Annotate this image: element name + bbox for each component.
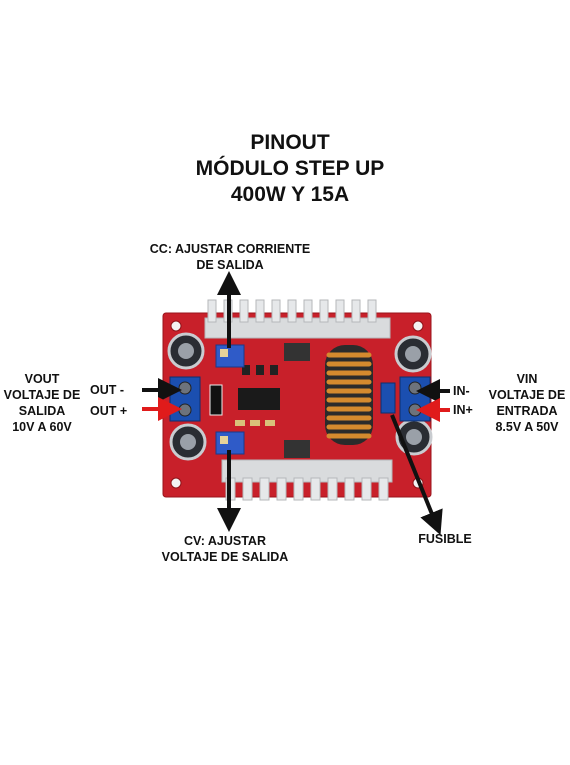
cv-label-line-1: CV: AJUSTAR bbox=[184, 534, 266, 548]
cv-label-line-2: VOLTAJE DE SALIDA bbox=[161, 550, 289, 564]
vout-label-line-4: 10V A 60V bbox=[12, 420, 72, 434]
out-minus-label: OUT - bbox=[90, 383, 125, 397]
vin-label: VIN VOLTAJE DE ENTRADA 8.5V A 50V bbox=[485, 371, 569, 435]
cc-potentiometer bbox=[215, 344, 245, 368]
top-heatsink bbox=[204, 299, 391, 339]
vin-label-line-3: ENTRADA bbox=[496, 404, 558, 418]
vin-label-line-4: 8.5V A 50V bbox=[495, 420, 559, 434]
vout-label-line-1: VOUT bbox=[24, 372, 60, 386]
input-terminal-block bbox=[399, 376, 431, 422]
out-plus-label: OUT + bbox=[90, 404, 128, 418]
title-line-3: 400W Y 15A bbox=[230, 183, 350, 206]
title-line-2: MÓDULO STEP UP bbox=[195, 157, 385, 180]
toroid-inductor bbox=[325, 345, 373, 445]
fusible-arrow bbox=[390, 414, 443, 536]
vout-label: VOUT VOLTAJE DE SALIDA 10V A 60V bbox=[2, 371, 82, 435]
page-title: PINOUT MÓDULO STEP UP 400W Y 15A bbox=[150, 130, 430, 208]
output-terminal-block bbox=[169, 376, 201, 422]
vout-label-line-2: VOLTAJE DE bbox=[3, 388, 81, 402]
bottom-heatsink bbox=[221, 459, 393, 501]
in-minus-label: IN- bbox=[453, 384, 470, 398]
fusible-label: FUSIBLE bbox=[418, 532, 472, 546]
cc-label-line-2: DE SALIDA bbox=[196, 258, 264, 272]
capacitor-top-left bbox=[167, 332, 205, 370]
vout-label-line-3: SALIDA bbox=[18, 404, 66, 418]
in-plus-label: IN+ bbox=[453, 403, 473, 417]
cc-label-line-1: CC: AJUSTAR CORRIENTE bbox=[149, 242, 311, 256]
vin-label-line-2: VOLTAJE DE bbox=[488, 388, 566, 402]
capacitor-top-right bbox=[394, 335, 432, 373]
fuse bbox=[380, 382, 396, 414]
capacitor-bottom-left bbox=[169, 423, 207, 461]
cv-label: CV: AJUSTAR VOLTAJE DE SALIDA bbox=[150, 533, 300, 565]
vin-label-line-1: VIN bbox=[516, 372, 538, 386]
cc-label: CC: AJUSTAR CORRIENTE DE SALIDA bbox=[140, 241, 320, 273]
title-line-1: PINOUT bbox=[250, 131, 330, 154]
